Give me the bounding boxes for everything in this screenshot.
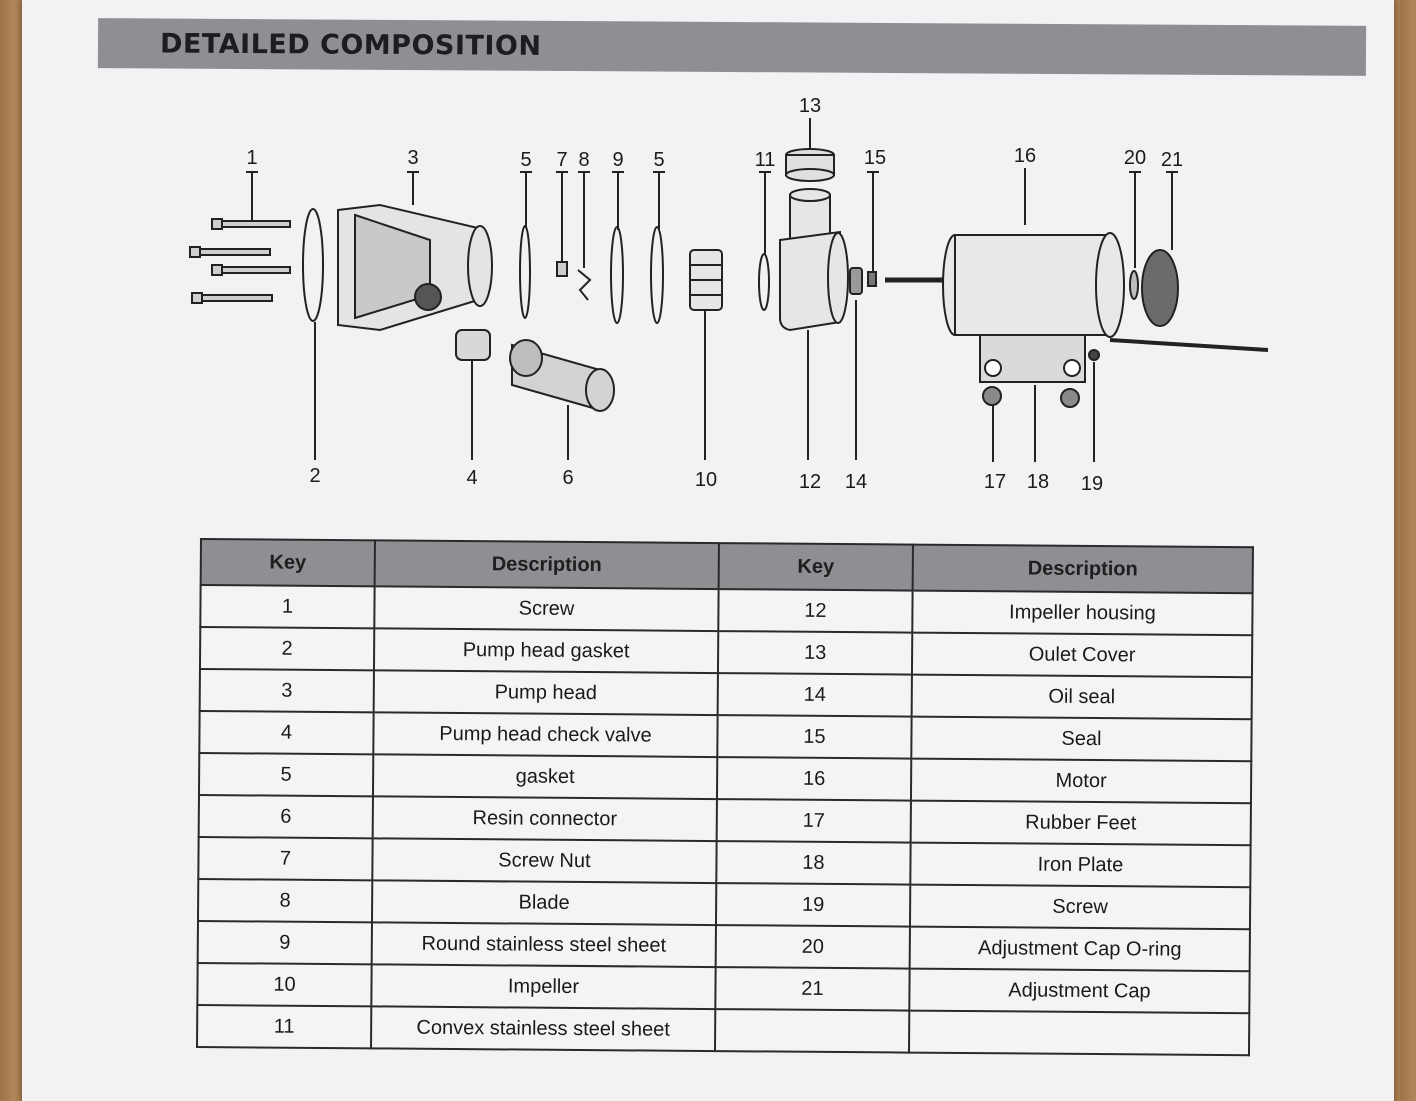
description-cell: Convex stainless steel sheet [370,1006,716,1052]
part-label: 7 [556,149,567,171]
parts-key-table: Key Description Key Description 1 Screw … [196,538,1254,1056]
part-label: 8 [578,149,589,171]
description-cell: Round stainless steel sheet [371,922,716,968]
header-key: Key [718,543,913,591]
key-cell: 15 [717,715,912,759]
part-label: 20 [1124,147,1146,169]
key-cell [714,1009,910,1053]
key-cell: 5 [198,753,374,797]
part-label: 1 [246,147,257,169]
part-label: 2 [309,465,320,487]
key-cell: 21 [715,967,910,1011]
part-label: 4 [466,467,477,489]
key-cell: 10 [197,962,372,1007]
part-label: 3 [407,147,418,169]
part-label: 6 [562,467,573,489]
part-label: 13 [799,95,821,117]
table-header-row: Key Description Key Description [200,539,1253,594]
part-label: 9 [612,149,623,171]
part-label: 14 [845,471,867,493]
key-cell: 3 [199,669,374,713]
part-label: 18 [1027,471,1049,493]
description-cell: Oil seal [911,674,1252,720]
key-cell: 11 [197,1004,372,1049]
key-cell: 13 [717,631,913,675]
description-cell: Blade [371,880,717,926]
part-label: 10 [695,469,717,491]
header-key: Key [200,539,375,587]
key-cell: 6 [198,794,373,839]
key-cell: 9 [197,920,372,965]
description-cell: Pump head [373,670,718,716]
part-label: 12 [799,471,821,493]
part-label: 19 [1081,473,1103,495]
key-cell: 16 [716,757,912,801]
description-cell: Pump head gasket [373,628,719,674]
description-cell: gasket [372,754,718,800]
description-cell: Impeller [371,964,716,1010]
key-cell: 2 [199,627,375,671]
part-label: 15 [864,147,886,169]
description-cell: Seal [911,716,1252,762]
header-description: Description [912,544,1253,594]
description-cell: Screw [909,884,1251,930]
key-cell: 19 [715,883,911,927]
description-cell: Screw Nut [372,838,717,884]
key-cell: 8 [197,878,373,923]
exploded-parts-diagram: 1 3 5 7 8 9 5 13 11 15 16 20 21 2 4 6 10… [189,95,1269,495]
description-cell: Rubber Feet [910,800,1251,846]
description-cell: Screw [374,586,719,632]
key-cell: 12 [718,589,913,633]
key-cell: 17 [716,799,911,843]
table-row: 11 Convex stainless steel sheet [197,1004,1250,1056]
description-cell: Pump head check valve [373,712,718,758]
key-cell: 7 [198,836,373,881]
key-cell: 18 [716,841,911,885]
key-cell: 20 [715,925,910,969]
description-cell: Resin connector [372,796,717,842]
part-label: 5 [520,149,531,171]
key-cell: 4 [199,711,374,755]
part-label: 5 [653,149,664,171]
description-cell: Motor [910,758,1252,804]
description-cell: Iron Plate [910,842,1251,888]
key-cell: 1 [200,585,375,629]
part-label: 11 [755,149,776,171]
part-label: 16 [1014,145,1036,167]
description-cell: Impeller housing [912,590,1253,636]
description-cell: Adjustment Cap [909,968,1250,1014]
header-description: Description [374,540,719,590]
key-cell: 14 [717,673,912,717]
part-label: 17 [984,471,1006,493]
description-cell: Adjustment Cap O-ring [909,926,1250,972]
description-cell [908,1010,1250,1056]
part-label: 21 [1161,149,1183,171]
description-cell: Oulet Cover [911,632,1253,678]
